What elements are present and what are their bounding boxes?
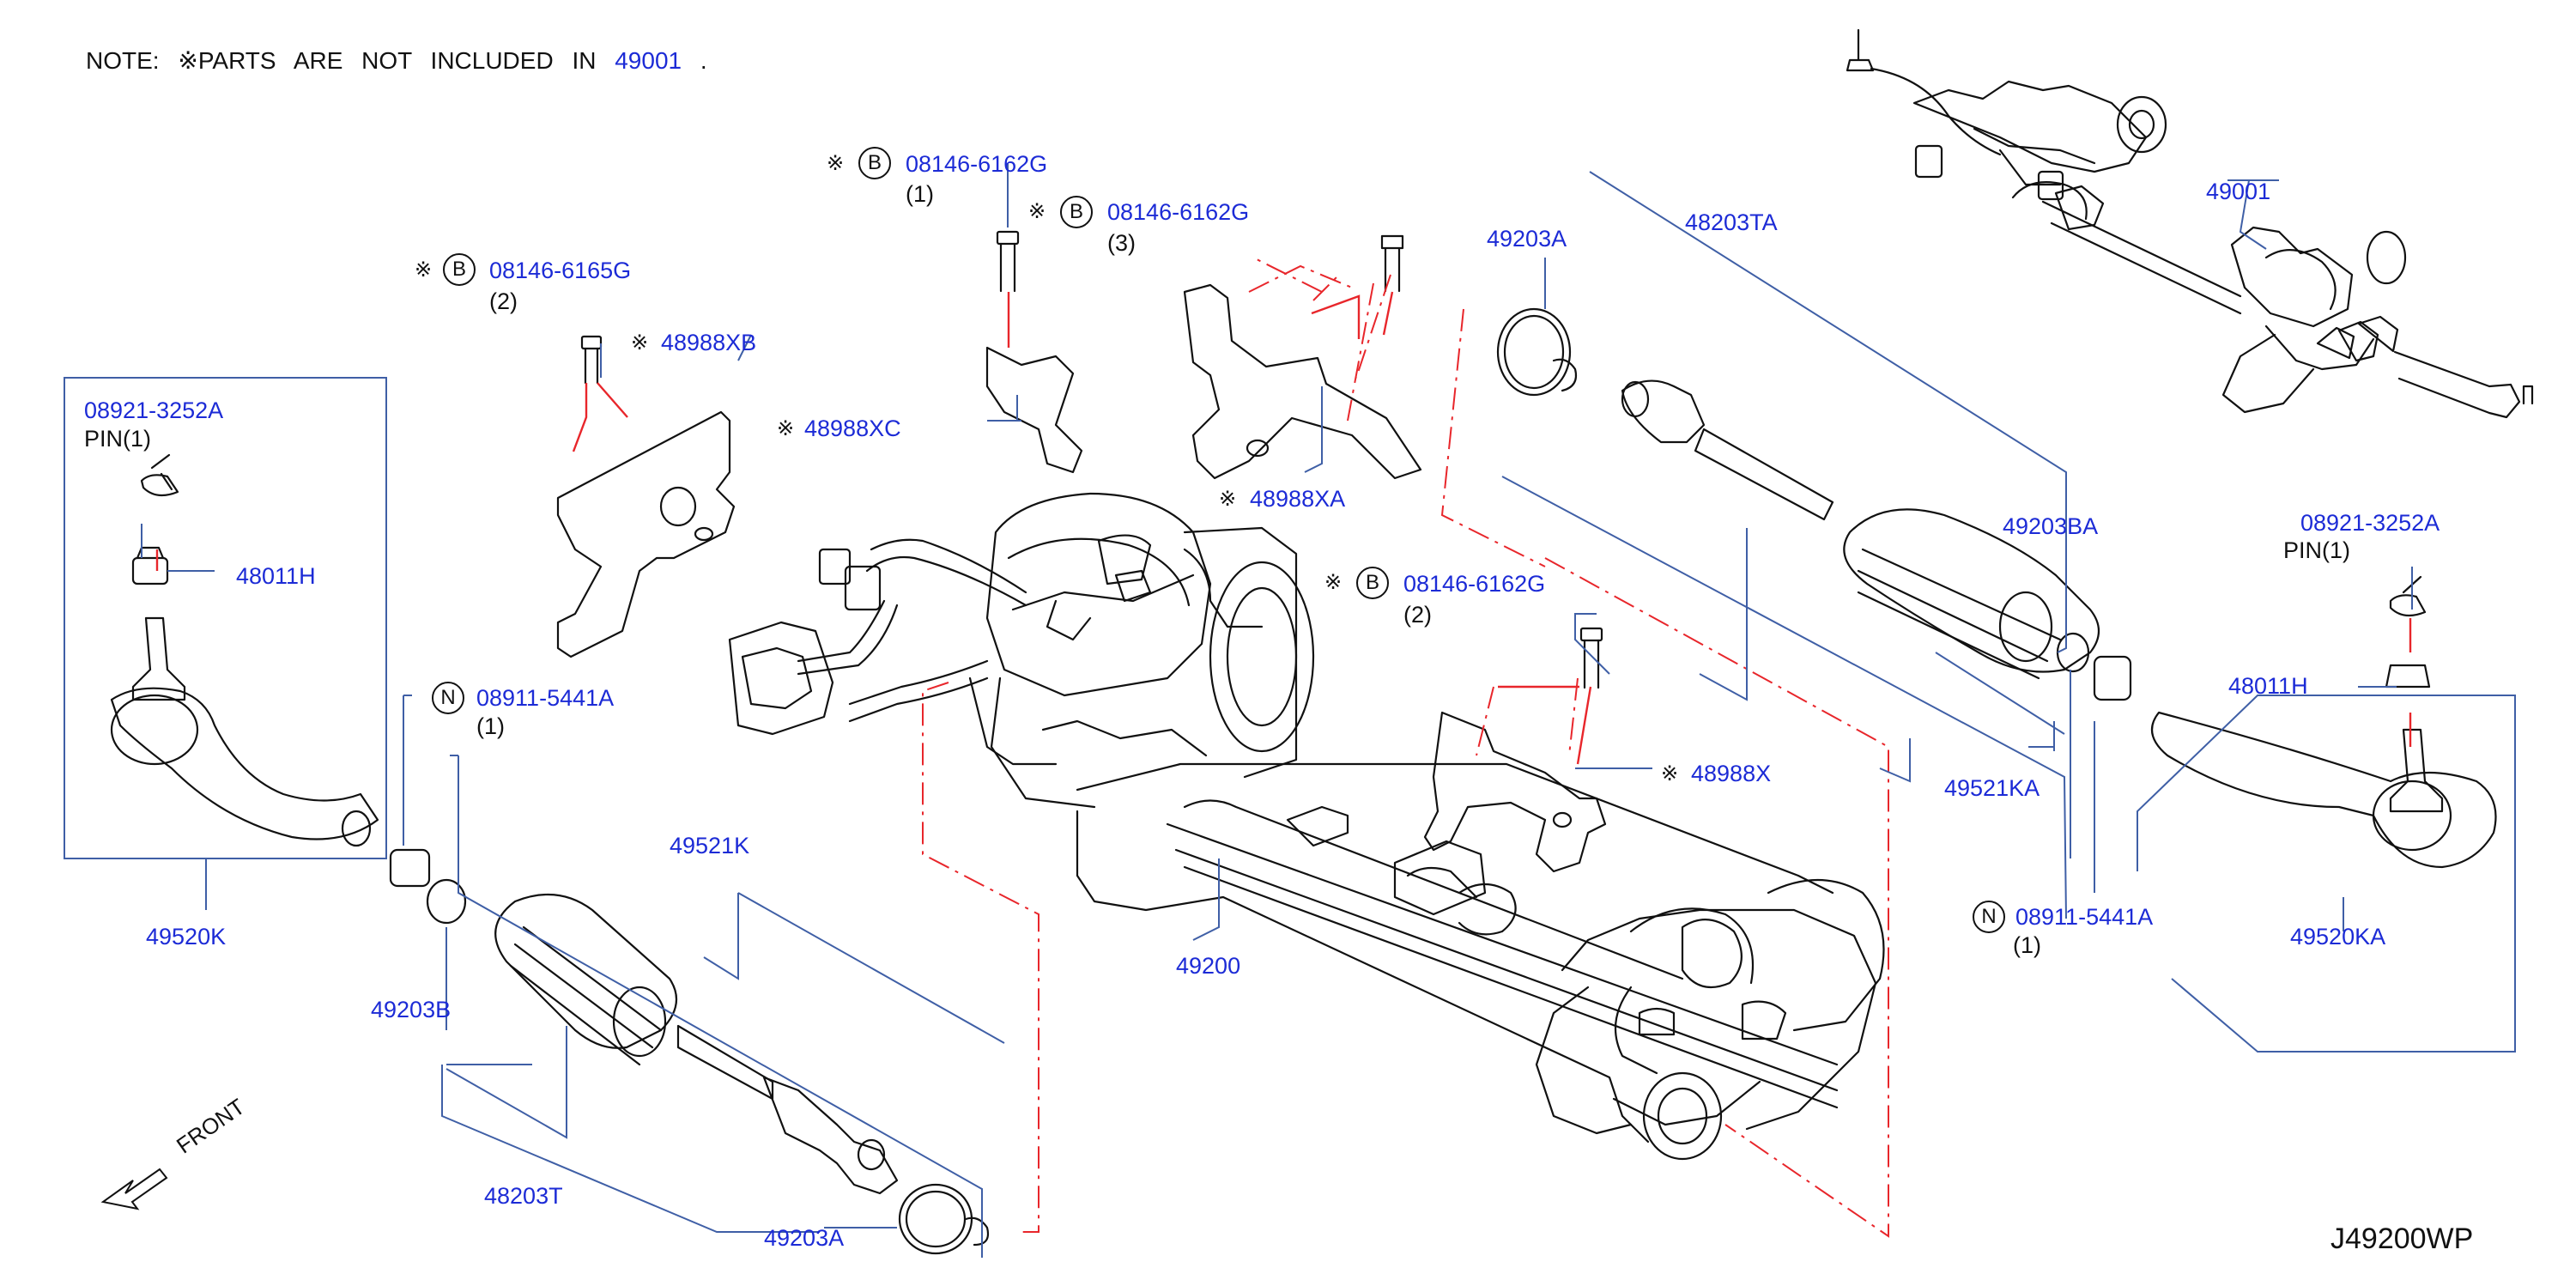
note-prefix: NOTE: (86, 47, 160, 74)
bolt-b-number[interactable]: 08146-6162G (906, 151, 1048, 177)
bracket-48988X (1423, 627, 1607, 873)
note-text: NOTE: ※PARTS ARE NOT INCLUDED IN 49001 . (86, 46, 707, 75)
label-48011H-left[interactable]: 48011H (236, 563, 316, 589)
label-49521K[interactable]: 49521K (670, 833, 750, 858)
asterisk-bolt-c: ※ (1028, 200, 1046, 223)
bolt-c-number[interactable]: 08146-6162G (1107, 199, 1250, 225)
label-49203BA[interactable]: 49203BA (2003, 513, 2099, 539)
bolt-symbol-a: B (443, 253, 476, 286)
pin-left-qty: PIN(1) (84, 426, 152, 452)
pin-right-number[interactable]: 08921-3252A (2300, 510, 2440, 536)
asterisk-bolt-b: ※ (827, 152, 845, 175)
bracket-48988XA (1183, 234, 1422, 480)
label-48988XA[interactable]: 48988XA (1250, 486, 1346, 512)
label-49200[interactable]: 49200 (1176, 953, 1241, 979)
tie-rod-end-left (110, 453, 379, 847)
asterisk-mark: ※ (178, 47, 198, 74)
bolt-symbol-d: B (1356, 567, 1389, 599)
bracket-48988XC (985, 230, 1083, 474)
bolt-b-qty: (1) (906, 181, 934, 207)
pin-left-number[interactable]: 08921-3252A (84, 397, 224, 423)
nut-left-number[interactable]: 08911-5441A (476, 685, 615, 711)
asterisk-48988XB: ※ (631, 331, 649, 355)
front-arrow (100, 1168, 168, 1210)
note-body: PARTS ARE NOT INCLUDED IN (197, 47, 597, 74)
label-49001[interactable]: 49001 (2206, 179, 2271, 204)
pin-right-qty: PIN(1) (2283, 537, 2351, 563)
label-48203T[interactable]: 48203T (484, 1183, 563, 1209)
bolt-a-qty: (2) (489, 288, 518, 314)
nut-symbol-left: N (432, 682, 464, 714)
label-48203TA[interactable]: 48203TA (1685, 209, 1778, 235)
bracket-48988XB (556, 335, 736, 658)
label-49203A-top[interactable]: 49203A (1487, 226, 1567, 252)
boot-left (494, 893, 678, 1066)
nut-left-qty: (1) (476, 713, 505, 739)
bolt-d-number[interactable]: 08146-6162G (1403, 571, 1546, 597)
steering-gear-assembly-thumbnail (1846, 28, 2534, 419)
diagram-code: J49200WP (2331, 1222, 2474, 1255)
bolt-d-qty: (2) (1403, 602, 1432, 628)
label-49203A-bottom[interactable]: 49203A (764, 1225, 845, 1251)
boot-right (1843, 508, 2100, 680)
bolt-c-qty: (3) (1107, 230, 1136, 256)
inner-tie-rod-right (1621, 379, 1834, 521)
bolt-a-number[interactable]: 08146-6165G (489, 258, 632, 283)
note-suffix: . (700, 47, 707, 74)
bolt-symbol-b: B (858, 147, 891, 179)
label-49521KA[interactable]: 49521KA (1944, 775, 2040, 801)
label-48988XC[interactable]: 48988XC (804, 416, 901, 441)
clamps-and-nuts (389, 307, 2132, 1255)
label-48011H-right[interactable]: 48011H (2228, 673, 2308, 699)
label-49520KA[interactable]: 49520KA (2290, 924, 2386, 949)
asterisk-48988XA: ※ (1219, 488, 1237, 511)
inner-tie-rod-left (676, 1024, 899, 1195)
asterisk-bolt-a: ※ (415, 258, 433, 282)
label-48988XB[interactable]: 48988XB (661, 330, 757, 355)
nut-symbol-right: N (1973, 901, 2005, 933)
steering-rack-body (728, 492, 1885, 1161)
nut-right-number[interactable]: 08911-5441A (2015, 904, 2154, 930)
bolt-symbol-c: B (1060, 196, 1093, 228)
asterisk-48988XC: ※ (777, 417, 795, 440)
note-ref-49001[interactable]: 49001 (615, 47, 682, 74)
nut-right-qty: (1) (2013, 932, 2041, 958)
label-49520K[interactable]: 49520K (146, 924, 227, 949)
label-48988X[interactable]: 48988X (1691, 761, 1772, 786)
asterisk-48988X: ※ (1661, 762, 1679, 786)
tie-rod-end-right (2150, 575, 2497, 869)
asterisk-bolt-d: ※ (1324, 571, 1343, 594)
label-49203B[interactable]: 49203B (371, 997, 452, 1022)
